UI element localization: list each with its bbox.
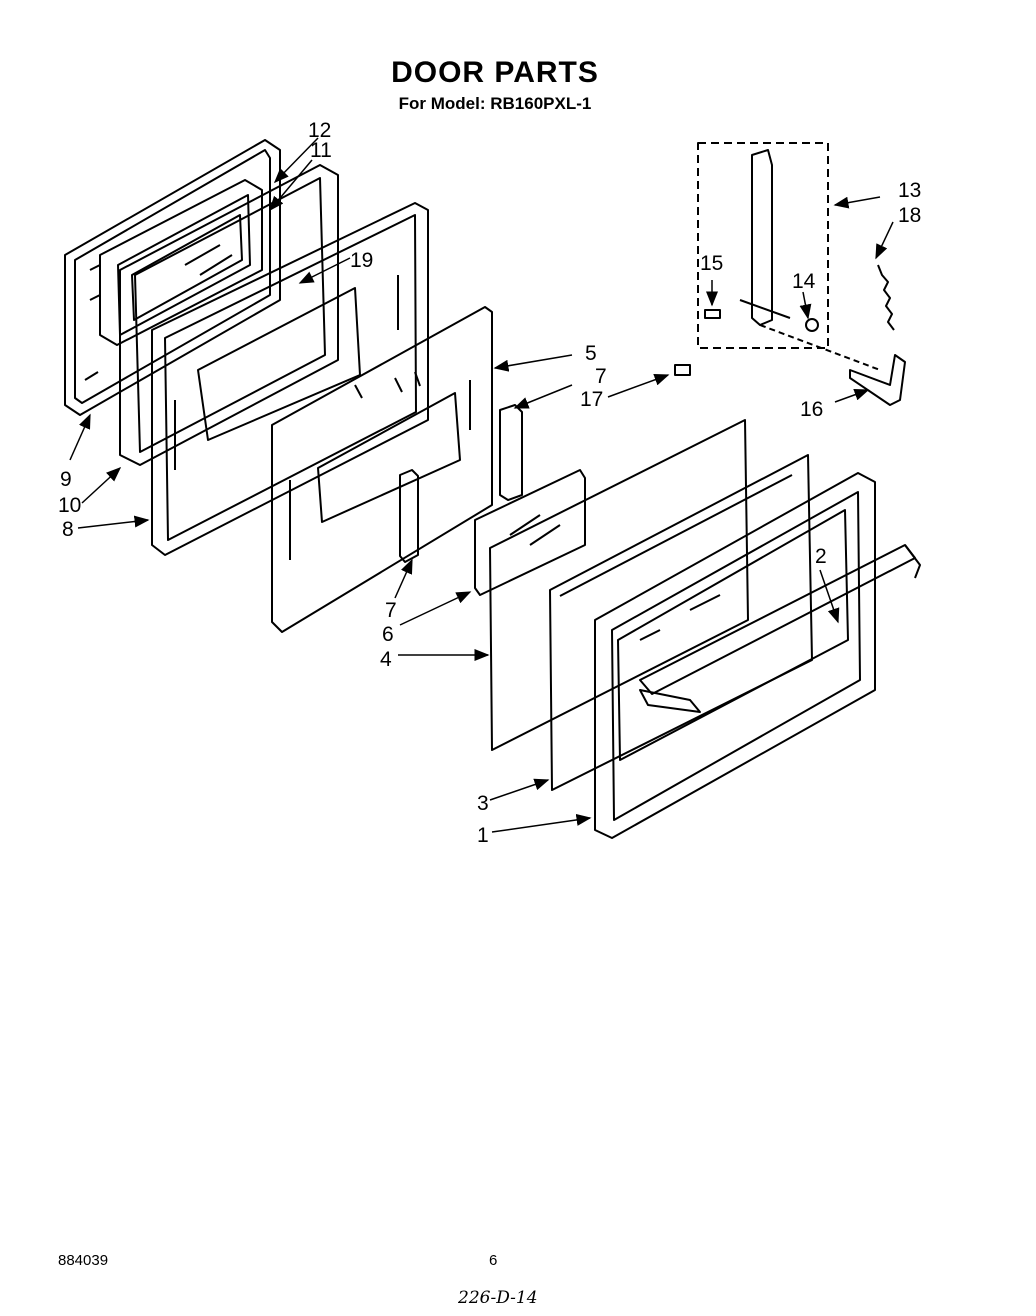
callout-7-top: 7 — [595, 365, 607, 388]
outer-glass — [549, 454, 813, 791]
insulation — [489, 419, 749, 751]
callout-14: 14 — [792, 270, 816, 293]
handwritten-code: 226-D-14 — [458, 1288, 538, 1308]
hinge-bracket-left — [399, 469, 419, 563]
callout-4: 4 — [380, 648, 392, 671]
callout-9: 9 — [60, 468, 72, 491]
door-liner — [151, 202, 429, 556]
callout-2: 2 — [815, 545, 827, 568]
callout-7-bottom: 7 — [385, 599, 397, 622]
callout-8: 8 — [62, 518, 74, 541]
inner-door-panel — [64, 139, 281, 416]
callout-12: 12 — [308, 119, 331, 142]
page-title: DOOR PARTS — [391, 56, 599, 89]
window-pack — [99, 179, 263, 346]
model-subtitle: For Model: RB160PXL-1 — [398, 94, 592, 113]
callout-5: 5 — [585, 342, 597, 365]
hinge-link — [849, 354, 906, 406]
callout-3: 3 — [477, 792, 489, 815]
hinge-assembly — [697, 142, 881, 371]
hinge-pin — [674, 364, 691, 376]
inner-door — [271, 306, 493, 633]
callout-11: 11 — [310, 139, 332, 162]
hinge-spring — [877, 264, 895, 331]
callout-13: 13 — [898, 179, 921, 202]
callout-1: 1 — [477, 824, 489, 847]
hinge-bracket-right — [499, 404, 523, 501]
leader-lines — [69, 137, 894, 833]
document-number: 884039 — [58, 1252, 109, 1269]
page-number: 6 — [489, 1252, 498, 1269]
callout-18: 18 — [898, 204, 921, 227]
door-gasket — [119, 164, 339, 466]
callout-15: 15 — [700, 252, 723, 275]
inner-glass — [474, 469, 586, 596]
callout-10: 10 — [58, 494, 81, 517]
callout-17: 17 — [580, 388, 603, 411]
callout-19: 19 — [350, 249, 373, 272]
outer-door — [594, 472, 876, 839]
door-handle — [639, 544, 921, 695]
callout-16: 16 — [800, 398, 823, 421]
callout-6: 6 — [382, 623, 394, 646]
